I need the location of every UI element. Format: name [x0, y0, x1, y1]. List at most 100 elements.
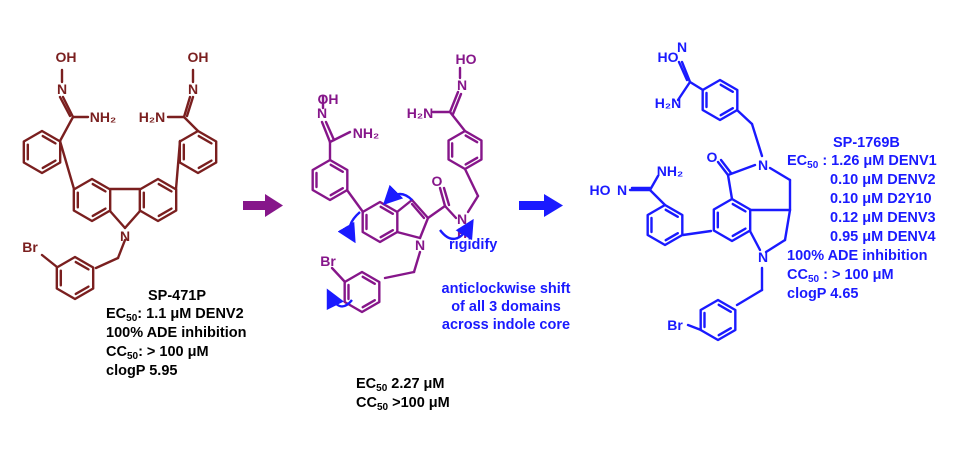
br-label: Br: [22, 239, 38, 255]
bond: [768, 166, 792, 182]
bond: [182, 95, 192, 119]
n-label: N: [317, 105, 327, 121]
bond: [108, 209, 127, 230]
n-label: N: [457, 77, 467, 93]
oh-label: OH: [188, 49, 209, 65]
bond: [174, 139, 182, 191]
bond: [764, 238, 787, 254]
bond: [361, 275, 377, 285]
bond: [443, 204, 458, 220]
nh2-label: NH₂: [353, 125, 379, 141]
bond: [648, 188, 667, 207]
shift-note-line-3: across indole core: [441, 317, 571, 333]
h2n-label: H₂N: [655, 95, 681, 111]
benzene-ring: [712, 197, 752, 243]
bond: [116, 238, 127, 260]
bond: [74, 285, 90, 296]
benzene-ring: [447, 129, 483, 171]
curved-arrow: [382, 184, 413, 206]
bond: [330, 266, 347, 284]
bond: [677, 60, 689, 82]
bond: [726, 163, 757, 177]
compound-1-cc50: CC50: > 100 μM: [106, 344, 209, 362]
bond: [58, 115, 75, 143]
n-label: N: [57, 81, 67, 97]
bond: [320, 120, 332, 144]
bond: [379, 228, 395, 239]
bond: [361, 299, 377, 309]
benzene-ring: [699, 298, 737, 342]
n-core-label: N: [415, 237, 425, 253]
o-label: O: [707, 149, 718, 165]
bond: [58, 139, 76, 191]
bond: [345, 188, 365, 214]
bond: [448, 90, 460, 114]
compound-3-ec50-d2y10: 0.10 μM D2Y10: [830, 191, 932, 207]
compound-2-ec50: EC50 2.27 μM: [356, 376, 445, 394]
n-label: N: [677, 39, 687, 55]
bond: [717, 327, 733, 337]
compound-3-ec50-denv4: 0.95 μM DENV4: [830, 229, 936, 245]
h2n-label: H₂N: [139, 109, 165, 125]
nh2-label: NH₂: [90, 109, 116, 125]
compound-3-ec50-denv2: 0.10 μM DENV2: [830, 172, 936, 188]
bond: [379, 205, 395, 216]
bond: [463, 167, 480, 198]
o-label: O: [432, 173, 443, 189]
bond: [426, 204, 447, 220]
benzene-ring: [138, 177, 178, 223]
benzene-ring: [72, 177, 112, 223]
bond: [731, 202, 747, 213]
bond: [157, 207, 173, 218]
rigidify-label: rigidify: [449, 237, 498, 253]
bond: [648, 174, 660, 192]
compound-3-cc50: CC50 : > 100 μM: [787, 267, 894, 285]
oh-label: OH: [318, 91, 339, 107]
bond: [681, 229, 713, 237]
bond: [438, 186, 447, 208]
compound-3-ec50-denv1: EC50 : 1.26 μM DENV1: [787, 153, 937, 171]
bond: [442, 186, 451, 207]
bond: [719, 83, 735, 94]
bond: [94, 256, 120, 270]
bond: [123, 209, 142, 230]
compound-1-ec50: EC50: 1.1 μM DENV2: [106, 306, 244, 324]
bond: [451, 92, 463, 116]
bond: [783, 208, 792, 242]
bond: [750, 122, 764, 158]
bond: [664, 208, 680, 219]
arrow-1: [243, 194, 283, 217]
benzene-ring: [178, 129, 218, 175]
bond: [91, 207, 107, 218]
benzene-ring: [311, 158, 349, 202]
ho-label: HO: [590, 182, 611, 198]
compound-3-clogp: clogP 4.65: [787, 286, 859, 302]
bond: [412, 250, 422, 274]
n-label: N: [188, 81, 198, 97]
bond: [719, 158, 733, 175]
bond: [466, 194, 480, 214]
bond: [418, 216, 430, 240]
bond: [719, 106, 735, 117]
bond: [61, 95, 75, 119]
compound-2-cc50: CC50 >100 μM: [356, 395, 450, 413]
bond: [41, 159, 57, 170]
bond: [58, 95, 72, 118]
compound-1-ade: 100% ADE inhibition: [106, 325, 247, 341]
bond: [185, 95, 195, 118]
br-label: Br: [667, 317, 683, 333]
shift-note-line-1: anticlockwise shift: [441, 281, 571, 297]
benzene-ring: [55, 255, 95, 301]
bond: [41, 134, 57, 145]
compound-3-ec50-denv3: 0.12 μM DENV3: [830, 210, 936, 226]
benzene-ring: [343, 270, 381, 314]
bond: [197, 159, 213, 170]
n-label: N: [617, 182, 627, 198]
bond: [688, 80, 705, 92]
bond: [735, 108, 754, 126]
bond: [329, 186, 345, 197]
curved-arrow: [326, 288, 353, 311]
